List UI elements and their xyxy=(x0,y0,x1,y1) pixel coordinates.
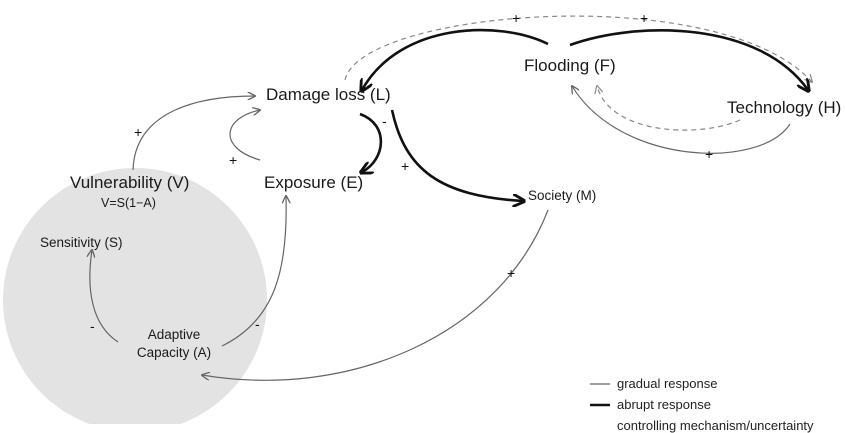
adaptive-region-circle xyxy=(3,168,267,424)
node-adaptive-capacity: Adaptive Capacity (A) xyxy=(124,327,224,360)
edge-technology-to-flooding xyxy=(572,86,791,154)
edge-technology-to-flooding-dashed xyxy=(597,86,741,131)
edge-society-to-adaptive xyxy=(202,209,549,381)
sign-damage-society: + xyxy=(401,158,410,174)
node-exposure: Exposure (E) xyxy=(264,173,364,192)
node-sensitivity: Sensitivity (S) xyxy=(40,235,123,250)
sign-flooding-technology: + xyxy=(640,10,649,26)
legend-abrupt-label: abrupt response xyxy=(617,397,711,412)
node-society: Society (M) xyxy=(528,188,597,203)
legend-gradual-label: gradual response xyxy=(617,376,718,391)
edge-exposure-to-damage xyxy=(229,110,260,161)
sign-flooding-damage: + xyxy=(512,10,521,26)
edge-damage-to-technology-dashed xyxy=(344,15,812,82)
sign-technology-flooding: + xyxy=(705,146,714,162)
node-damage-loss: Damage loss (L) xyxy=(266,85,391,104)
legend-third-label: controlling mechanism/uncertainty xyxy=(617,418,814,433)
edge-adaptive-to-sensitivity xyxy=(90,250,119,343)
node-adaptive-capacity-line2: Capacity (A) xyxy=(136,345,212,360)
sign-exposure-damage: + xyxy=(229,152,238,168)
node-vulnerability-formula: V=S(1−A) xyxy=(101,196,156,210)
sign-vulnerability-damage: + xyxy=(134,124,143,140)
node-adaptive-capacity-line1: Adaptive xyxy=(147,327,201,342)
sign-adaptive-exposure: - xyxy=(255,316,260,332)
edge-damage-to-exposure xyxy=(360,112,383,172)
edge-flooding-to-technology xyxy=(569,29,808,90)
edge-vulnerability-to-damage xyxy=(132,96,255,171)
sign-adaptive-sensitivity: - xyxy=(90,318,95,334)
node-flooding: Flooding (F) xyxy=(524,56,616,75)
sign-society-adaptive: + xyxy=(507,265,516,281)
sign-damage-exposure: - xyxy=(382,113,387,129)
edge-adaptive-to-exposure xyxy=(221,196,286,347)
edge-flooding-to-damage xyxy=(362,28,549,90)
node-technology: Technology (H) xyxy=(727,98,842,117)
edge-damage-to-society xyxy=(390,109,523,201)
node-vulnerability: Vulnerability (V) xyxy=(70,173,190,192)
causal-loop-diagram xyxy=(3,15,845,424)
